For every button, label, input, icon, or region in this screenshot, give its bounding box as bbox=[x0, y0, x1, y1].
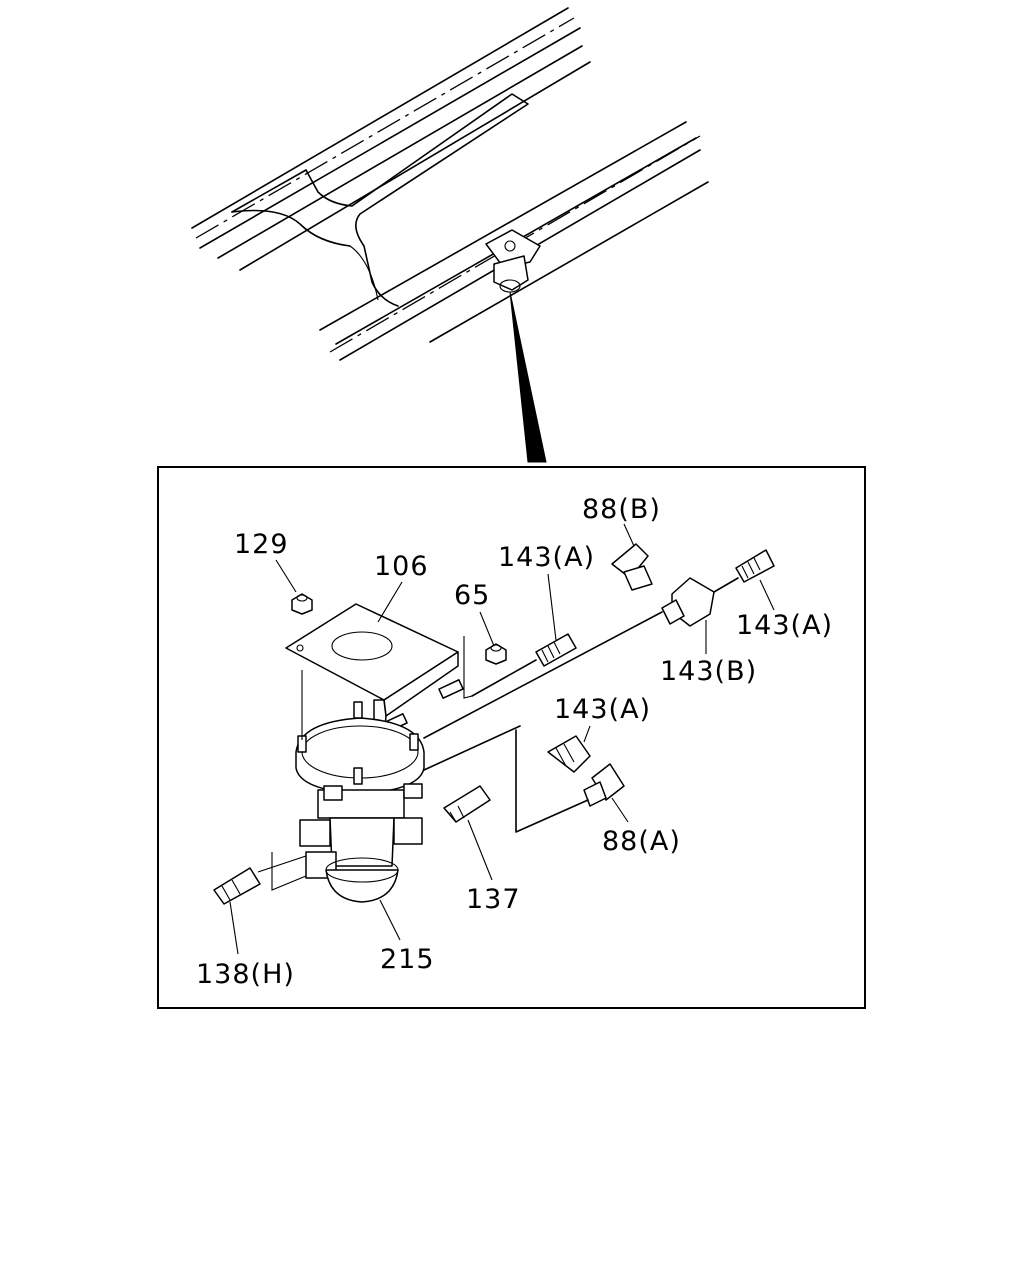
bracket-106 bbox=[285, 603, 459, 743]
label-65: 65 bbox=[454, 580, 490, 611]
label-215: 215 bbox=[380, 944, 435, 975]
chassis-frame-overview bbox=[191, 7, 709, 361]
label-88b: 88(B) bbox=[582, 494, 661, 525]
detail-frame bbox=[157, 466, 866, 1009]
fitting-143a-right bbox=[735, 549, 775, 583]
zoom-pointer bbox=[509, 291, 547, 463]
fitting-137 bbox=[443, 785, 491, 823]
nut-129 bbox=[291, 593, 313, 615]
label-88a: 88(A) bbox=[602, 826, 681, 857]
label-143a-top: 143(A) bbox=[498, 542, 595, 573]
fitting-143a-top bbox=[535, 633, 577, 667]
label-143a-mid: 143(A) bbox=[554, 694, 651, 725]
label-137: 137 bbox=[466, 884, 521, 915]
leader-lines bbox=[229, 523, 775, 955]
tee-143b bbox=[661, 577, 715, 627]
label-143a-right: 143(A) bbox=[736, 610, 833, 641]
elbow-88a bbox=[583, 763, 625, 807]
fitting-138h bbox=[213, 867, 261, 905]
relay-valve-215 bbox=[295, 701, 425, 903]
label-106: 106 bbox=[374, 551, 429, 582]
label-138h: 138(H) bbox=[196, 959, 295, 990]
nut-65 bbox=[485, 643, 507, 665]
pipe-lines bbox=[257, 577, 739, 891]
label-143b: 143(B) bbox=[660, 656, 757, 687]
elbow-88b bbox=[611, 543, 653, 591]
fitting-143a-mid bbox=[547, 735, 591, 773]
label-129: 129 bbox=[234, 529, 289, 560]
